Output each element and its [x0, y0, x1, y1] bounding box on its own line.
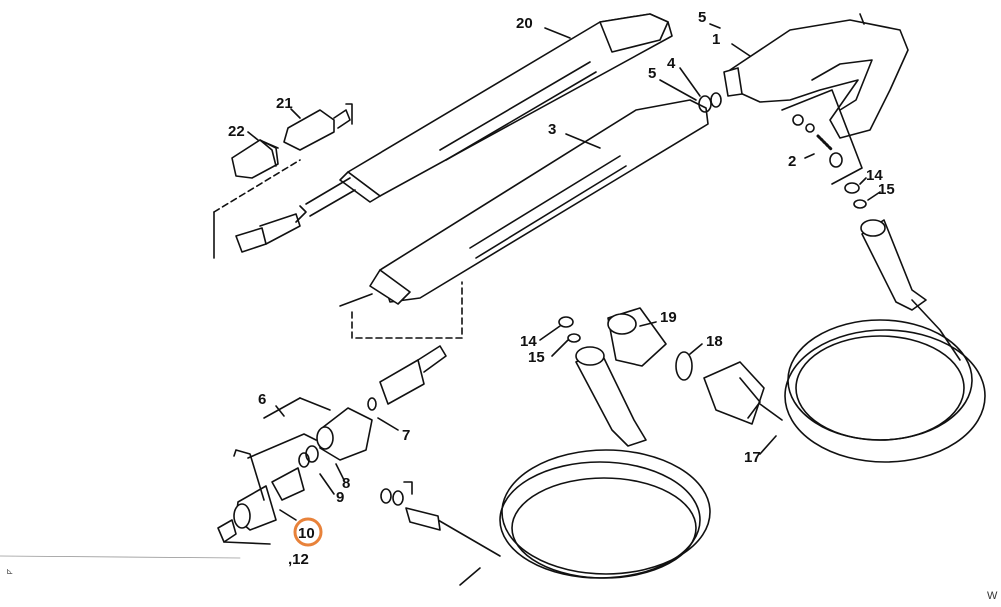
- label-5-top: 5: [698, 9, 706, 26]
- label-6: 6: [258, 391, 266, 408]
- hose-left: [405, 346, 711, 586]
- highlight-ring: [293, 517, 323, 547]
- edge-text: W: [987, 590, 998, 602]
- label-22: 22: [228, 123, 245, 140]
- lance-middle: [339, 99, 709, 339]
- label-17: 17: [744, 449, 761, 466]
- nozzle-assembly: [217, 397, 373, 545]
- label-2: 2: [788, 153, 796, 170]
- label-4: 4: [667, 55, 676, 72]
- nozzle-21: [283, 103, 353, 151]
- nozzle-22: [231, 139, 279, 179]
- o-ring-15-right: [853, 199, 867, 209]
- hose-7: [367, 345, 447, 411]
- label-7: 7: [402, 427, 410, 444]
- o-ring-18: [675, 351, 693, 381]
- label-15-right: 15: [878, 181, 895, 198]
- label-8: 8: [342, 475, 350, 492]
- o-ring-5: [710, 92, 722, 108]
- label-19: 19: [660, 309, 677, 326]
- label-18: 18: [706, 333, 723, 350]
- label-9: 9: [336, 489, 344, 506]
- label-10[interactable]: 10: [298, 525, 315, 542]
- lance-upper: [213, 13, 673, 259]
- label-21: 21: [276, 95, 293, 112]
- hose-17: [703, 219, 986, 463]
- label-14-right: 14: [866, 167, 883, 184]
- label-5: 5: [648, 65, 656, 82]
- label-14-mid: 14: [520, 333, 537, 350]
- o-ring-14-right: [844, 182, 860, 194]
- o-ring-left-b: [392, 490, 404, 506]
- label-20: 20: [516, 15, 533, 32]
- label-3: 3: [548, 121, 556, 138]
- o-ring-left-a: [380, 488, 392, 504]
- valve-set-2: [781, 89, 863, 185]
- coupling-19: [607, 307, 667, 367]
- o-ring-14-mid: [558, 316, 574, 328]
- label-1: 1: [712, 31, 720, 48]
- label-12: ,12: [288, 551, 309, 568]
- left-mark: ⊾: [6, 566, 14, 576]
- spray-gun: [723, 13, 909, 139]
- label-15-mid: 15: [528, 349, 545, 366]
- o-ring-15-mid: [567, 333, 581, 343]
